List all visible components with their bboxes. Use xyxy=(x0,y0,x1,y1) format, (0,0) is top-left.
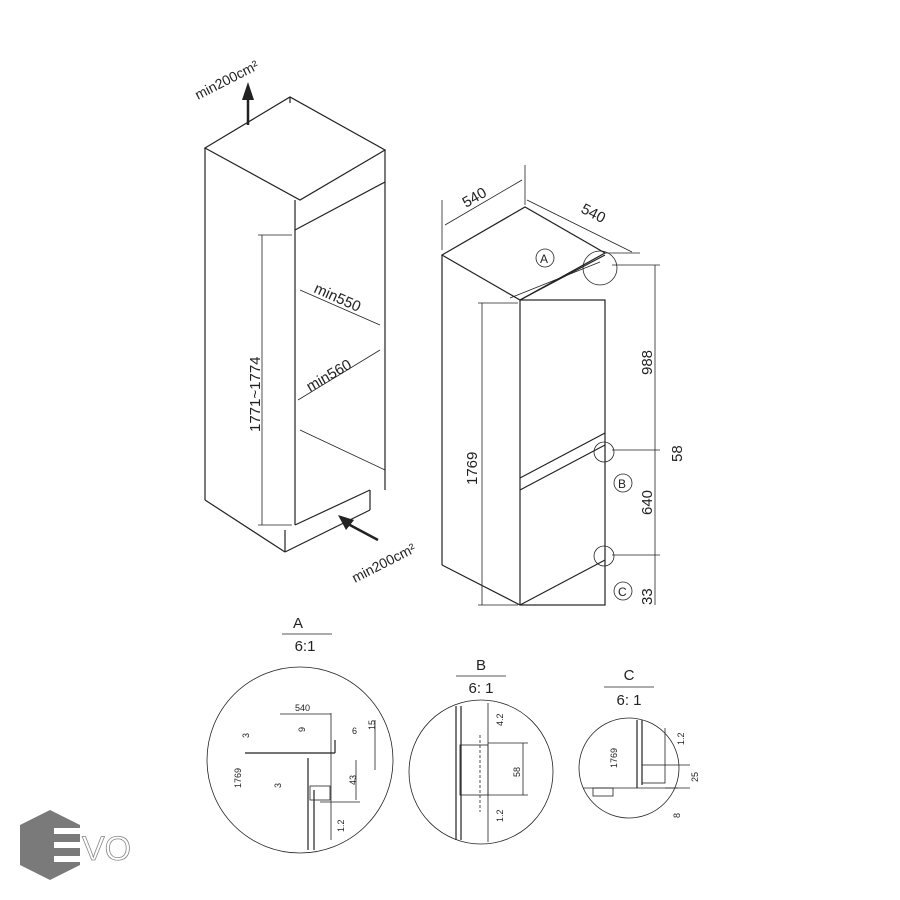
detail-b-title: B xyxy=(476,657,486,674)
detail-a-title: A xyxy=(293,615,303,632)
detail-c-25: 25 xyxy=(690,772,700,782)
height-label: 1769 xyxy=(464,452,481,485)
detail-a-43: 43 xyxy=(348,775,358,785)
dim-988: 988 xyxy=(639,350,656,375)
dim-33: 33 xyxy=(639,588,656,605)
evo-logo: VO xyxy=(20,810,132,880)
detail-c-scale: 6: 1 xyxy=(616,692,641,709)
detail-c-8: 8 xyxy=(672,813,682,818)
detail-c-title: C xyxy=(624,667,635,684)
detail-c: C 6: 1 1769 1.2 25 8 xyxy=(578,667,700,819)
appliance-drawing: A B C 540 540 1769 988 58 640 33 xyxy=(440,165,686,606)
marker-c: C xyxy=(618,585,627,599)
detail-a-1769: 1769 xyxy=(233,768,243,788)
detail-a-9: 9 xyxy=(297,727,307,732)
detail-b: B 6: 1 4.2 58 1.2 xyxy=(408,657,554,845)
detail-b-42: 4.2 xyxy=(495,713,505,726)
detail-c-1769: 1769 xyxy=(609,748,619,768)
width-label: 540 xyxy=(460,184,490,211)
detail-a-3a: 3 xyxy=(241,733,251,738)
cabinet-height-label: 1771~1774 xyxy=(247,357,264,433)
dim-640: 640 xyxy=(639,490,656,515)
detail-a: A 6:1 540 3 9 6 15 1769 3 43 1.2 xyxy=(206,615,394,854)
svg-text:VO: VO xyxy=(82,830,131,868)
marker-b: B xyxy=(618,477,626,491)
detail-b-58: 58 xyxy=(512,767,522,777)
depth-label: 540 xyxy=(578,200,608,227)
detail-a-3b: 3 xyxy=(273,783,283,788)
detail-c-12: 1.2 xyxy=(676,732,686,745)
marker-a: A xyxy=(540,252,548,266)
detail-a-scale: 6:1 xyxy=(295,638,316,655)
min-depth-inner-label: min560 xyxy=(304,356,355,395)
vent-bottom-label: min200cm² xyxy=(349,540,418,586)
detail-a-12: 1.2 xyxy=(336,819,346,832)
detail-b-scale: 6: 1 xyxy=(468,680,493,697)
cabinet-drawing: min200cm² min200cm² min550 min560 1771~1… xyxy=(192,57,418,586)
detail-a-540: 540 xyxy=(295,703,310,713)
min-depth-top-label: min550 xyxy=(311,280,363,316)
detail-b-12: 1.2 xyxy=(495,809,505,822)
detail-a-6: 6 xyxy=(352,726,357,736)
detail-a-15: 15 xyxy=(367,720,377,730)
dim-58: 58 xyxy=(669,445,686,462)
